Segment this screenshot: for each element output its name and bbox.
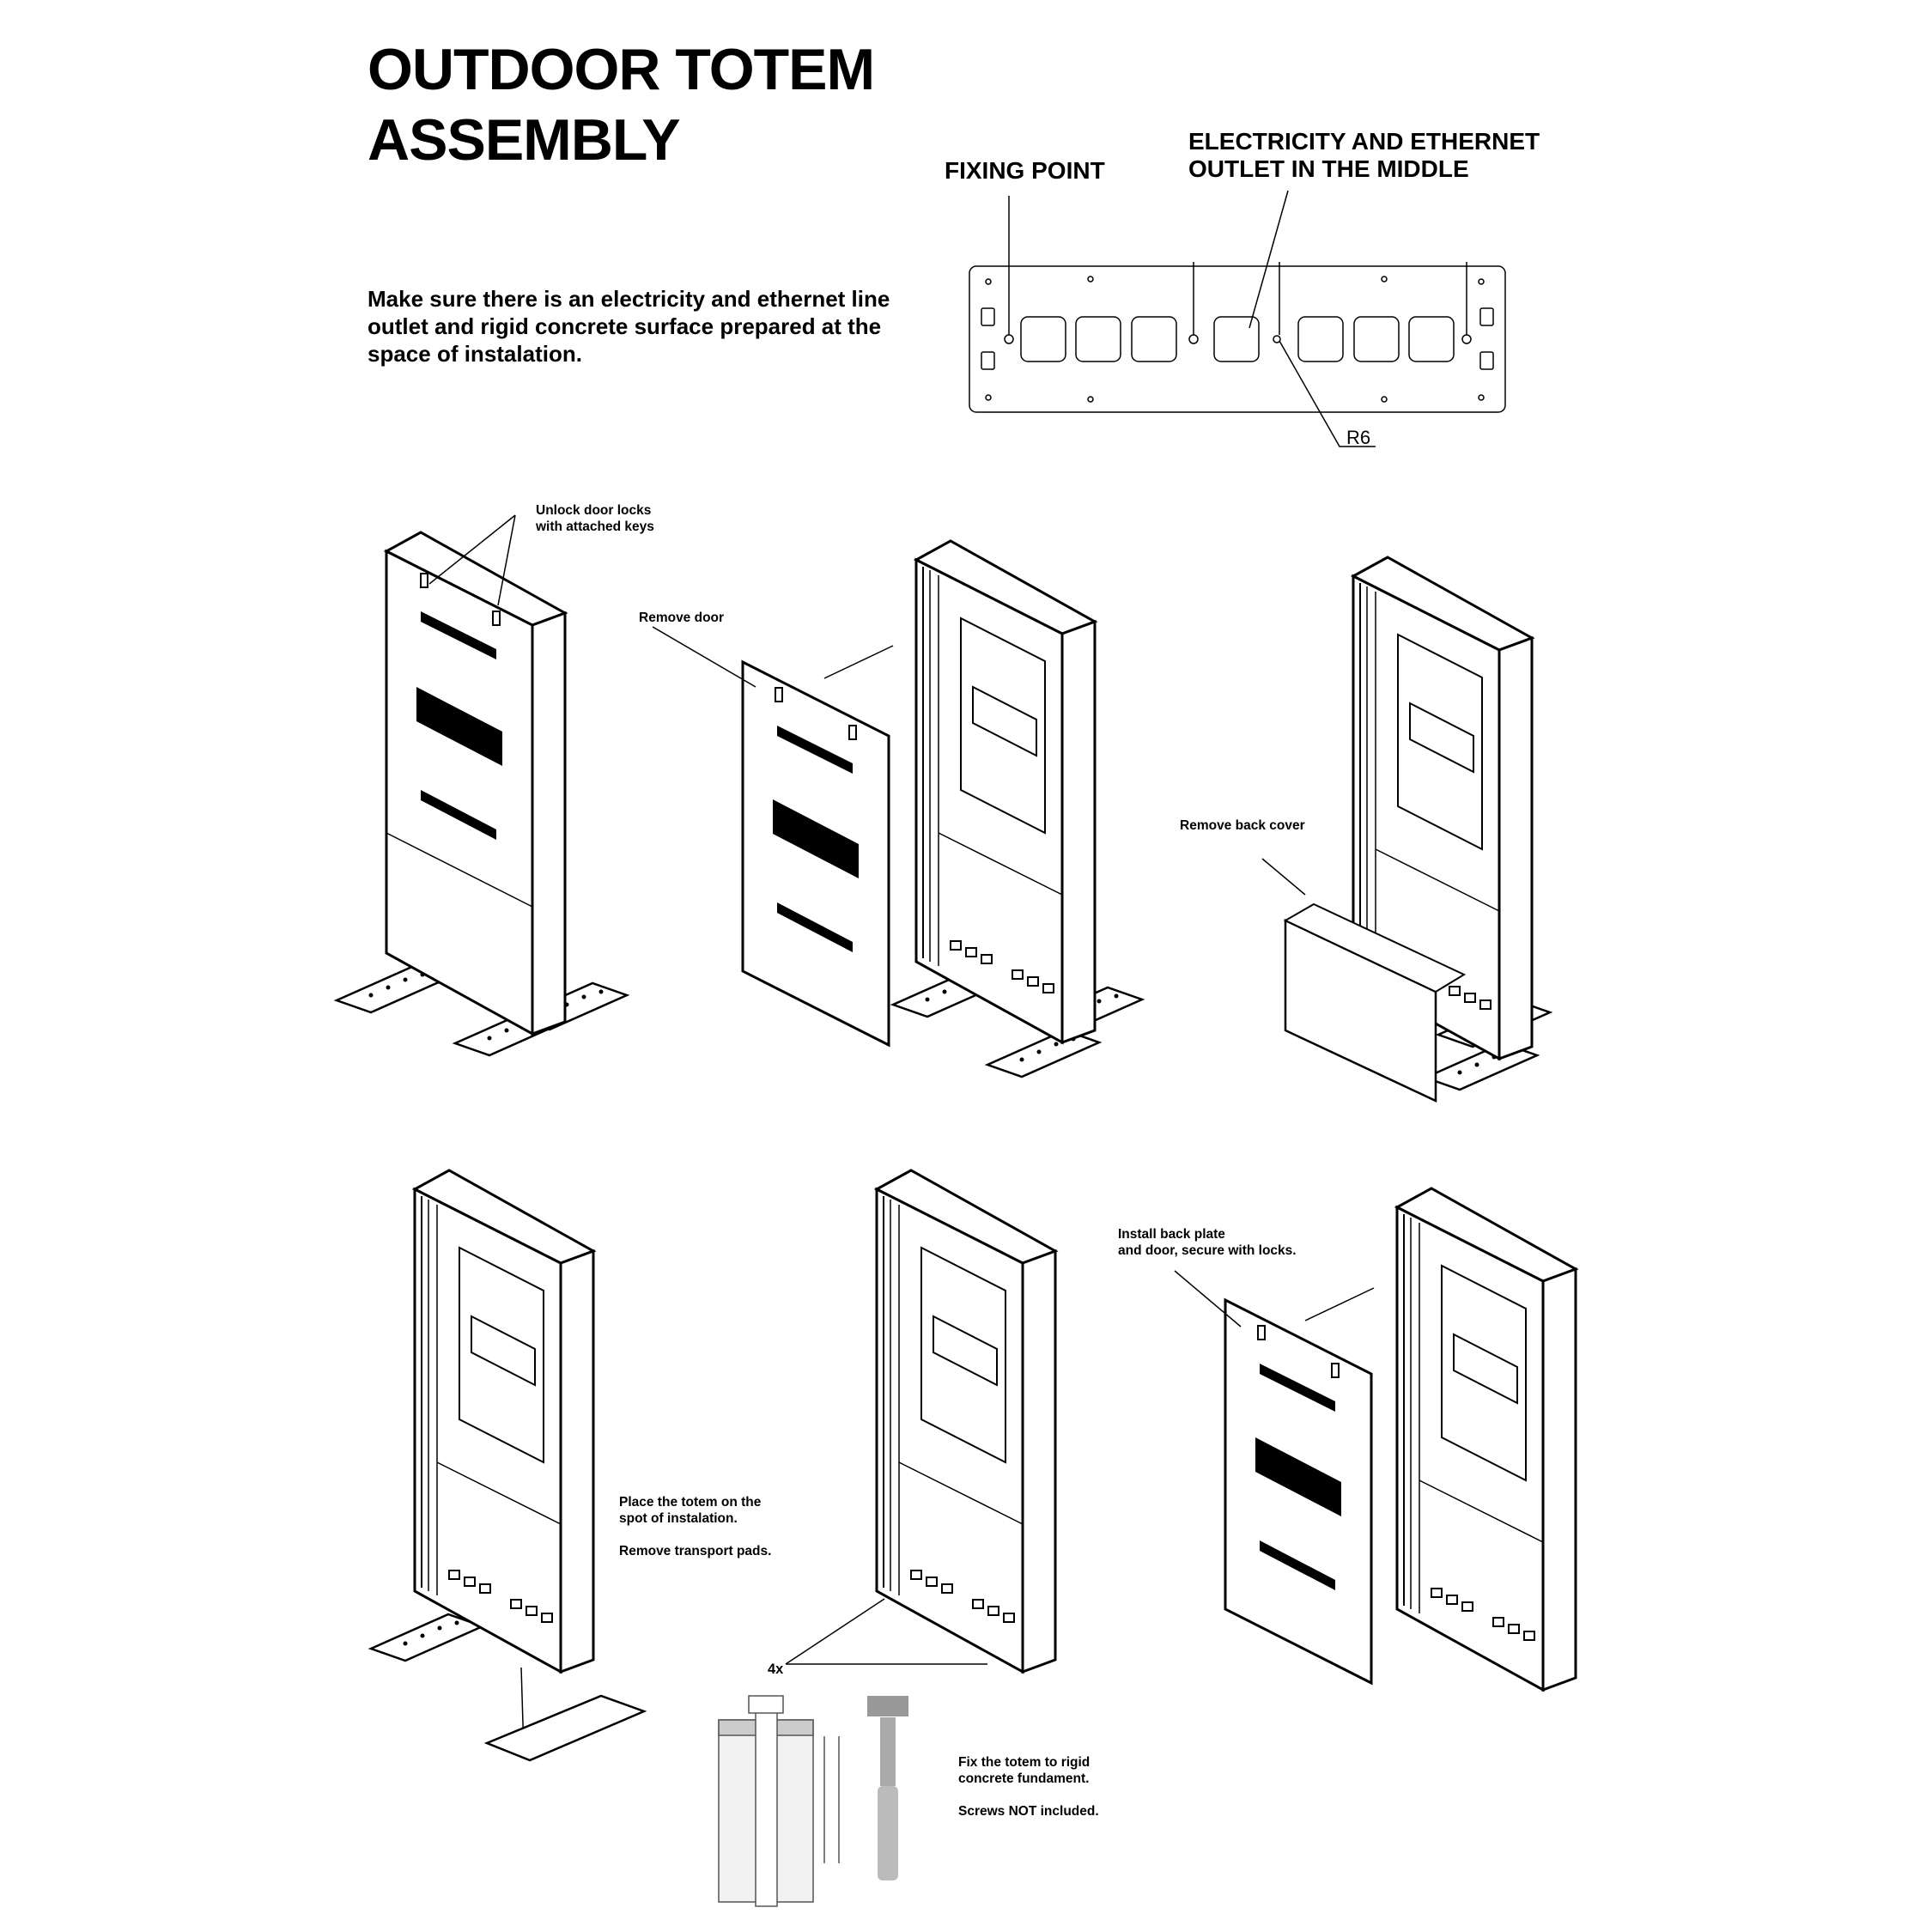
totem-back-step3 [1261, 556, 1552, 1103]
fixing-point-label: FIXING POINT [945, 157, 1105, 184]
place-instruction: Place the totem on the spot of instalati… [619, 1494, 771, 1559]
title-line1: OUTDOOR TOTEM [368, 37, 875, 102]
place-line3: Remove transport pads. [619, 1544, 772, 1558]
page-title: OUTDOOR TOTEM ASSEMBLY [368, 34, 875, 175]
install-line1: Install back plate [1118, 1227, 1225, 1242]
fix-line3: Screws NOT included. [958, 1804, 1099, 1819]
place-line1: Place the totem on the [619, 1495, 762, 1510]
fix-line1: Fix the totem to rigid [958, 1755, 1091, 1770]
base-plate-drawing [969, 190, 1506, 447]
totem-install-step6 [1174, 1187, 1577, 1692]
totem-place-step4 [369, 1169, 647, 1762]
remove-back-instruction: Remove back cover [1180, 818, 1305, 833]
unlock-line2: with attached keys [536, 519, 654, 534]
fix-line2: concrete fundament. [958, 1771, 1090, 1786]
outlet-label: ELECTRICITY AND ETHERNET OUTLET IN THE M… [1188, 128, 1540, 183]
radius-label: R6 [1346, 427, 1371, 448]
title-line2: ASSEMBLY [368, 107, 681, 173]
anchor-bolt-photo [867, 1696, 908, 1880]
quantity-label: 4x [768, 1662, 784, 1677]
install-line2: and door, secure with locks. [1118, 1243, 1297, 1258]
unlock-instruction: Unlock door locks with attached keys [536, 502, 654, 535]
totem-closed-step1 [335, 514, 629, 1057]
install-instruction: Install back plate and door, secure with… [1118, 1226, 1297, 1259]
anchor-bolt-diagram [718, 1695, 840, 1907]
intro-text: Make sure there is an electricity and et… [368, 286, 890, 367]
totem-fix-step5 [785, 1169, 1057, 1674]
outlet-label-line1: ELECTRICITY AND ETHERNET [1188, 128, 1540, 155]
outlet-label-line2: OUTLET IN THE MIDDLE [1188, 155, 1469, 182]
totem-open-step2 [652, 539, 1144, 1078]
remove-door-instruction: Remove door [639, 611, 725, 625]
unlock-line1: Unlock door locks [536, 503, 652, 518]
place-line2: spot of instalation. [619, 1511, 738, 1526]
fix-instruction: Fix the totem to rigid concrete fundamen… [958, 1754, 1099, 1820]
